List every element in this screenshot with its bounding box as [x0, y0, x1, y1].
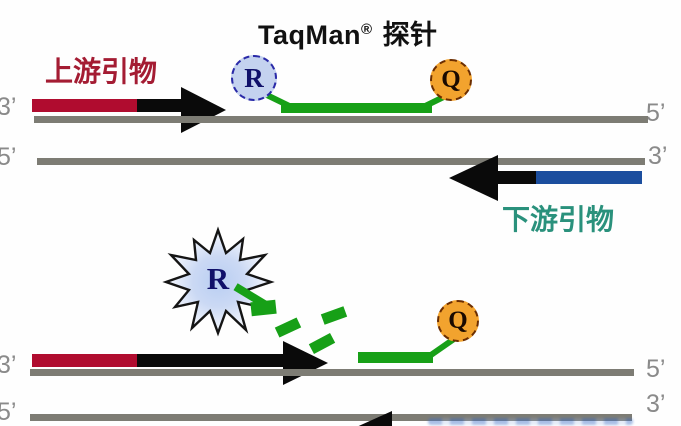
quencher-dye-icon: Q: [437, 300, 479, 342]
remaining-probe-bar: [358, 352, 433, 363]
upstream-primer-bar: [32, 354, 137, 367]
upstream-primer-bar: [32, 99, 138, 112]
probe-fragment-dash: [320, 306, 348, 325]
downstream-primer-bar: [536, 171, 642, 184]
complement-strand: [37, 158, 645, 165]
reporter-dye-icon: R: [231, 55, 277, 101]
diagram-title: TaqMan® 探针: [258, 13, 438, 52]
downstream-arrow-head-icon: [449, 155, 498, 201]
quencher-dye-icon: Q: [430, 59, 472, 101]
probe-fragment-dash: [274, 317, 302, 338]
template-strand: [34, 116, 648, 123]
strand-end-label: 3’: [0, 351, 17, 379]
strand-end-label: 5’: [0, 143, 17, 171]
strand-end-label: 5’: [0, 398, 17, 426]
strand-end-label: 3’: [646, 390, 666, 418]
template-strand: [30, 369, 634, 376]
extension-arrow-head-icon: [181, 87, 226, 133]
strand-end-label: 5’: [646, 99, 666, 127]
complement-strand: [30, 414, 632, 421]
fluorescence-burst-icon: [162, 226, 275, 337]
released-reporter-letter: R: [206, 261, 230, 296]
upstream-primer-label: 上游引物: [45, 56, 158, 87]
probe-oligo-bar: [281, 103, 432, 113]
registered-mark: ®: [361, 21, 373, 38]
cleaved-probe-fragment: [250, 299, 277, 317]
extension-arrow-head-icon: [283, 341, 328, 385]
watermark: [428, 418, 633, 425]
title-suffix: 探针: [382, 20, 438, 50]
downstream-primer-label: 下游引物: [502, 204, 615, 235]
downstream-arrow-shaft: [495, 171, 537, 184]
extension-arrow-shaft: [137, 99, 184, 112]
downstream-arrow-head-icon: [352, 411, 392, 426]
strand-end-label: 5’: [646, 355, 666, 383]
strand-end-label: 3’: [648, 142, 668, 170]
title-brand: TaqMan: [258, 20, 361, 50]
strand-end-label: 3’: [0, 93, 17, 121]
extension-arrow-shaft: [137, 354, 287, 367]
